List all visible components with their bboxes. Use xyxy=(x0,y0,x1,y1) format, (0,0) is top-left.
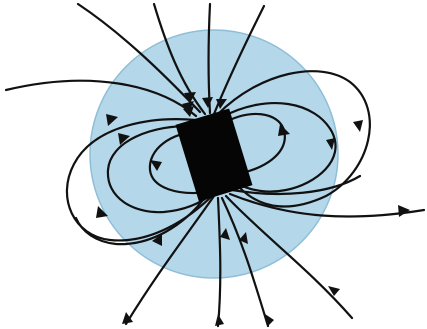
arrowhead-icon xyxy=(398,205,410,217)
arrowhead-icon xyxy=(353,120,363,132)
